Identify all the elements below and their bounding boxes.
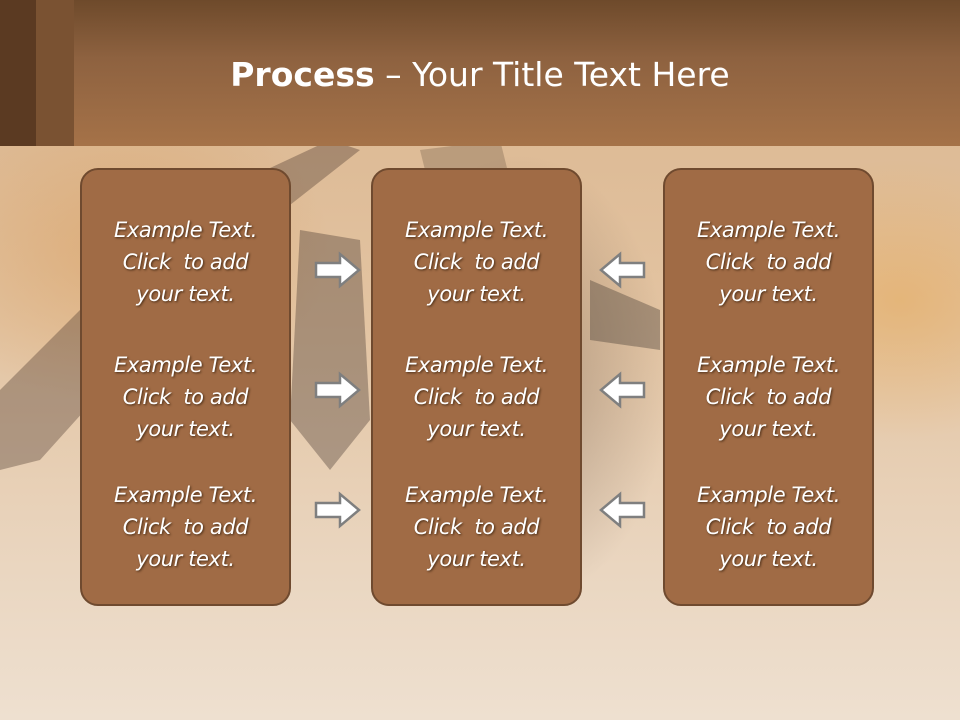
accent-stripe bbox=[36, 0, 74, 146]
left-arrow-icon[interactable] bbox=[597, 370, 647, 410]
right-arrow-icon[interactable] bbox=[313, 490, 363, 530]
box-text[interactable]: Example Text. Click to add your text. bbox=[404, 353, 549, 441]
right-arrow-icon[interactable] bbox=[313, 250, 363, 290]
box-text[interactable]: Example Text. Click to add your text. bbox=[404, 483, 549, 571]
accent-stripe bbox=[0, 0, 36, 146]
box-text[interactable]: Example Text. Click to add your text. bbox=[113, 483, 258, 571]
left-arrow-icon[interactable] bbox=[597, 490, 647, 530]
process-box-left[interactable]: Example Text. Click to add your text. Ex… bbox=[80, 168, 291, 606]
box-text[interactable]: Example Text. Click to add your text. bbox=[696, 218, 841, 306]
process-box-right[interactable]: Example Text. Click to add your text. Ex… bbox=[663, 168, 874, 606]
title-bar bbox=[0, 0, 960, 146]
box-text[interactable]: Example Text. Click to add your text. bbox=[696, 353, 841, 441]
box-text[interactable]: Example Text. Click to add your text. bbox=[696, 483, 841, 571]
title-bold: Process bbox=[230, 55, 375, 94]
left-arrow-icon[interactable] bbox=[597, 250, 647, 290]
title-rest: – Your Title Text Here bbox=[374, 55, 730, 94]
box-text[interactable]: Example Text. Click to add your text. bbox=[113, 218, 258, 306]
box-text[interactable]: Example Text. Click to add your text. bbox=[404, 218, 549, 306]
right-arrow-icon[interactable] bbox=[313, 370, 363, 410]
slide-title[interactable]: Process – Your Title Text Here bbox=[0, 52, 960, 98]
process-box-center[interactable]: Example Text. Click to add your text. Ex… bbox=[371, 168, 582, 606]
box-text[interactable]: Example Text. Click to add your text. bbox=[113, 353, 258, 441]
